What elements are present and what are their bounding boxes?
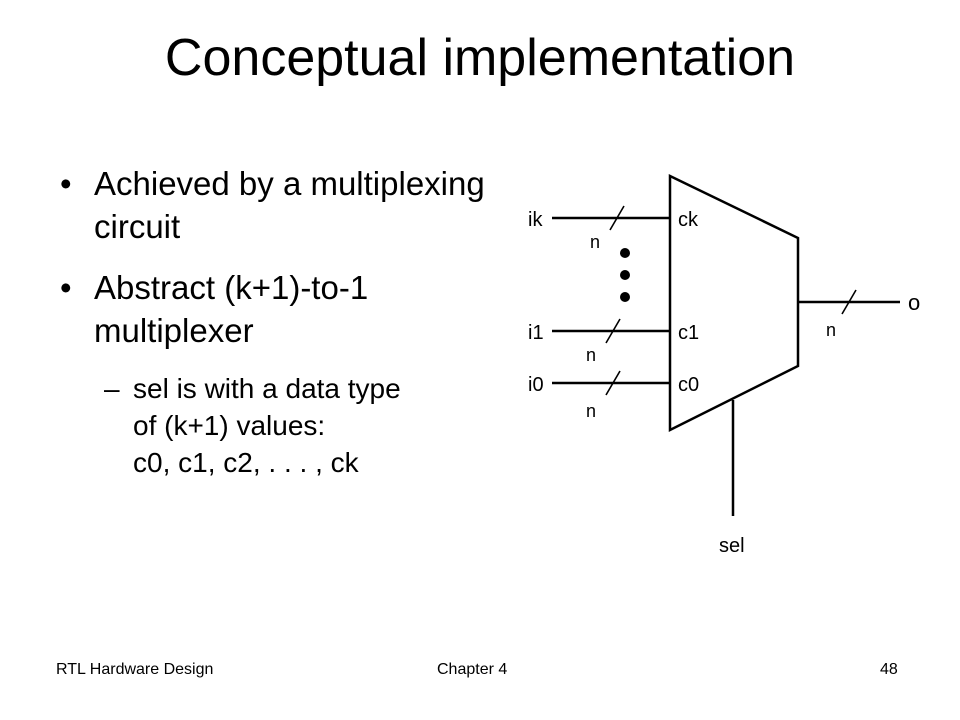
- mux-diagram: ik n ck i1 n c1 i0 n c0 n o sel: [528, 174, 920, 557]
- ellipsis-dot: [620, 248, 630, 258]
- bullet-1-text: Achieved by a multiplexing circuit: [94, 165, 485, 245]
- input-i1-width: n: [586, 345, 596, 365]
- input-i1-label: i1: [528, 322, 544, 344]
- input-ik-width: n: [590, 232, 600, 252]
- sub-bullet-line-1: sel is with a data type: [133, 373, 401, 404]
- port-c0-label: c0: [678, 374, 699, 396]
- ellipsis-dot: [620, 270, 630, 280]
- input-i1-bus-slash: [605, 318, 621, 344]
- bullet-dot: •: [60, 269, 72, 306]
- sub-bullet-line-3: c0, c1, c2, . . . , ck: [133, 447, 359, 478]
- bullet-1: • Achieved by a multiplexing circuit: [56, 162, 506, 248]
- bullet-2: • Abstract (k+1)-to-1 multiplexer: [56, 266, 506, 352]
- input-ik-bus-slash: [609, 205, 625, 231]
- output-bus-slash: [841, 289, 857, 315]
- footer-course: RTL Hardware Design: [56, 661, 214, 678]
- bullet-2-text: Abstract (k+1)-to-1 multiplexer: [94, 269, 369, 349]
- output-width: n: [826, 320, 836, 340]
- footer-page-number: 48: [880, 661, 898, 678]
- input-i0-width: n: [586, 401, 596, 421]
- slide-title: Conceptual implementation: [164, 29, 796, 87]
- input-i0-label: i0: [528, 374, 544, 396]
- sub-bullet-dash: –: [104, 373, 120, 404]
- port-ck-label: ck: [678, 209, 699, 231]
- port-c1-label: c1: [678, 322, 699, 344]
- input-ik-label: ik: [528, 209, 543, 231]
- footer-chapter: Chapter 4: [437, 661, 508, 678]
- input-i0-bus-slash: [605, 370, 621, 396]
- bullet-dot: •: [60, 165, 72, 202]
- output-label: o: [908, 290, 920, 315]
- sub-bullet-1: – sel is with a data type of (k+1) value…: [56, 370, 506, 481]
- mux-body: [668, 174, 800, 433]
- select-label: sel: [719, 535, 745, 557]
- ellipsis-dot: [620, 292, 630, 302]
- sub-bullet-line-2: of (k+1) values:: [133, 410, 326, 441]
- bullet-list: • Achieved by a multiplexing circuit • A…: [56, 162, 506, 481]
